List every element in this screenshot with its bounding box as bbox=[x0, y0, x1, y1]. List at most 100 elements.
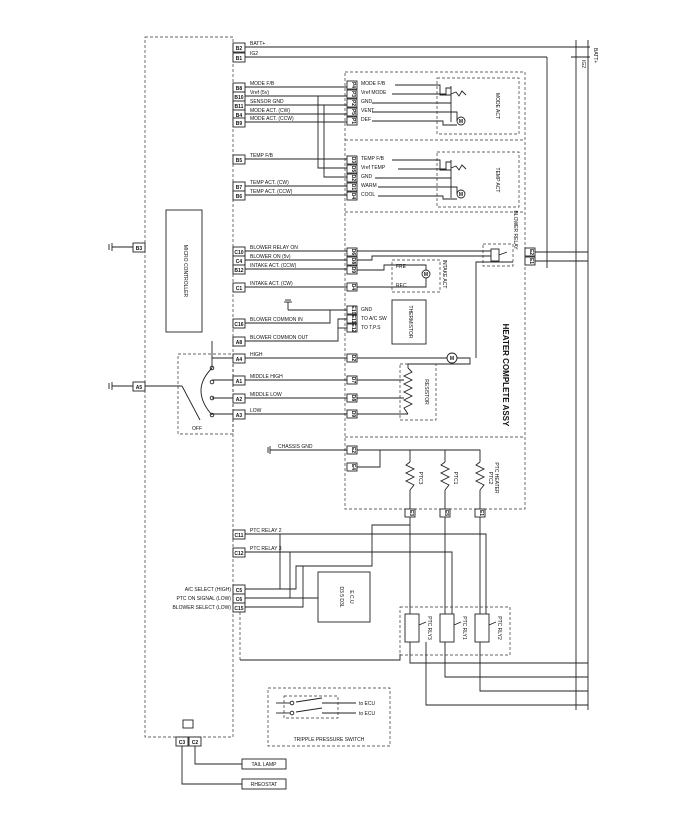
pin-c10-label: C10 bbox=[234, 250, 243, 256]
ptc3-heater bbox=[404, 461, 416, 491]
blower-switch-lever bbox=[181, 385, 201, 421]
thermistor-box bbox=[391, 299, 427, 345]
ptc-heater-label: PTC HEATER bbox=[493, 462, 499, 494]
right-ig2-label: IG2 bbox=[580, 60, 586, 68]
pin-c5-label: C5 bbox=[236, 588, 243, 594]
mode-label-3: GND bbox=[361, 99, 373, 105]
pin-b10-label: B10 bbox=[234, 95, 243, 101]
temp-pot-resistor bbox=[450, 164, 467, 171]
sig-ptc-relay-2: PTC RELAY 2 bbox=[250, 528, 282, 534]
motor-to-relay bbox=[475, 261, 513, 358]
intake-fre-label: FRE bbox=[396, 264, 407, 270]
pin-a8-label: A8 bbox=[236, 340, 243, 346]
temp-warm-internal bbox=[378, 186, 458, 194]
power-rails bbox=[239, 40, 590, 710]
sig-temp-cw: TEMP ACT. (CW) bbox=[250, 180, 289, 186]
pin-c16-label: C16 bbox=[234, 322, 243, 328]
sig-temp-fb: TEMP F/B bbox=[250, 153, 274, 159]
rheostat-wire bbox=[181, 746, 242, 785]
ground-icons bbox=[267, 299, 292, 454]
chassis-pin-2: E4 bbox=[350, 464, 356, 470]
intake-motor-label: M bbox=[424, 272, 428, 278]
temp-act-box bbox=[436, 151, 520, 208]
sig-ig2: IG2 bbox=[250, 51, 258, 57]
sig-sensor-gnd: SENSOR GND bbox=[250, 99, 284, 105]
ptc-conn-1-label: E3 bbox=[408, 510, 414, 516]
sig-mode-fb: MODE F/B bbox=[250, 81, 275, 87]
blower-switch-box bbox=[177, 353, 234, 435]
pin-b4-label: B4 bbox=[236, 113, 243, 119]
ecu-title: E.C.U bbox=[348, 590, 354, 604]
heater-assembly-title: HEATER COMPLETE ASSY bbox=[501, 324, 510, 427]
sig-temp-ccw: TEMP ACT. (CCW) bbox=[250, 189, 293, 195]
mode-act-label: MODE ACT bbox=[494, 93, 500, 119]
pin-a5 bbox=[132, 381, 146, 392]
temp-motor-label: M bbox=[459, 192, 463, 198]
sig-mode-ccw: MODE ACT. (CCW) bbox=[250, 116, 294, 122]
pin-a1-label: A1 bbox=[236, 379, 243, 385]
pin-c6-label: C6 bbox=[236, 597, 243, 603]
sig-intake-ccw: INTAKE ACT. (CCW) bbox=[250, 263, 297, 269]
relay-pin-e2-label: E2 bbox=[528, 249, 534, 255]
thermistor-pin-1: E10 bbox=[350, 306, 356, 315]
mode-pin-1: P4 bbox=[350, 82, 356, 88]
tail-lamp-wire bbox=[194, 746, 242, 765]
resistor-box bbox=[399, 363, 437, 421]
sig-chassis-gnd: CHASSIS GND bbox=[278, 444, 313, 450]
blower-switch-arc bbox=[200, 367, 213, 416]
thermistor-label: THERMISTOR bbox=[407, 306, 413, 339]
sig-mode-cw: MODE ACT. (CW) bbox=[250, 108, 290, 114]
ps-contact-2 bbox=[289, 710, 295, 716]
switch-contact-mh bbox=[209, 379, 215, 385]
tail-lamp-box bbox=[241, 758, 287, 770]
sig-blower-common-in: BLOWER COMMON IN bbox=[250, 317, 303, 323]
speed-pin-1: D2 bbox=[350, 355, 356, 362]
rheostat-box bbox=[241, 778, 287, 790]
ptc1-heater bbox=[439, 461, 451, 491]
mode-label-4: VENT bbox=[361, 108, 374, 114]
pressure-switch-title: TRIPPLE PRESSURE SWITCH bbox=[294, 737, 365, 743]
mode-fb-internal bbox=[395, 84, 451, 96]
thermistor-pin-3: E12 bbox=[350, 324, 356, 333]
speed-pins bbox=[346, 353, 358, 419]
ptc-rly1-label: PTC RLY1 bbox=[461, 616, 467, 640]
temp-pin-4: D1 bbox=[350, 184, 356, 191]
sig-blower-select: BLOWER SELECT (LOW) bbox=[172, 605, 231, 611]
ptc1-label: PTC1 bbox=[452, 472, 458, 485]
relay-contact bbox=[498, 251, 508, 256]
ps-contact-1 bbox=[289, 700, 295, 706]
relay-coil bbox=[490, 248, 500, 262]
bottom-connector bbox=[182, 719, 194, 729]
pin-c11-label: C11 bbox=[235, 533, 244, 539]
mode-def-internal bbox=[372, 120, 457, 126]
ps-to-ecu-2: to ECU bbox=[359, 711, 376, 717]
speed-pin-2: D7 bbox=[350, 377, 356, 384]
ptc-conn-2-label: E5 bbox=[443, 510, 449, 516]
pin-c3-label: C3 bbox=[179, 740, 186, 746]
mode-pin-5: P1 bbox=[350, 118, 356, 124]
sig-blower-common-out: BLOWER COMMON OUT bbox=[250, 335, 308, 341]
tail-lamp-label: TAIL LAMP bbox=[251, 762, 277, 768]
resistor-top-internal bbox=[407, 357, 471, 368]
mode-pins bbox=[346, 80, 358, 126]
pin-c4-label: C4 bbox=[236, 259, 243, 265]
wires bbox=[211, 46, 563, 622]
ps-switch-1 bbox=[295, 697, 323, 703]
sig-ptc-relay-3: PTC RELAY 3 bbox=[250, 546, 282, 552]
pin-c1-label: C1 bbox=[236, 286, 243, 292]
micro-controller-enclosure bbox=[144, 36, 234, 738]
mode-vref-internal bbox=[392, 87, 451, 95]
pin-b12-label: B12 bbox=[234, 268, 243, 274]
intake-rec-label: REC bbox=[396, 283, 407, 289]
ptc2-heater bbox=[474, 461, 486, 491]
ptc2-label: PTC2 bbox=[487, 472, 493, 485]
pin-b8-label: B8 bbox=[236, 86, 243, 92]
ecu-sub: D3.5 D3L bbox=[338, 586, 344, 607]
mode-act-box bbox=[436, 77, 520, 135]
intake-ccw-internal bbox=[357, 264, 427, 271]
mode-pot-resistor bbox=[450, 90, 467, 97]
temp-label-4: WARM bbox=[361, 183, 377, 189]
pin-b1-label: B1 bbox=[236, 56, 243, 62]
pin-b3 bbox=[132, 242, 146, 253]
